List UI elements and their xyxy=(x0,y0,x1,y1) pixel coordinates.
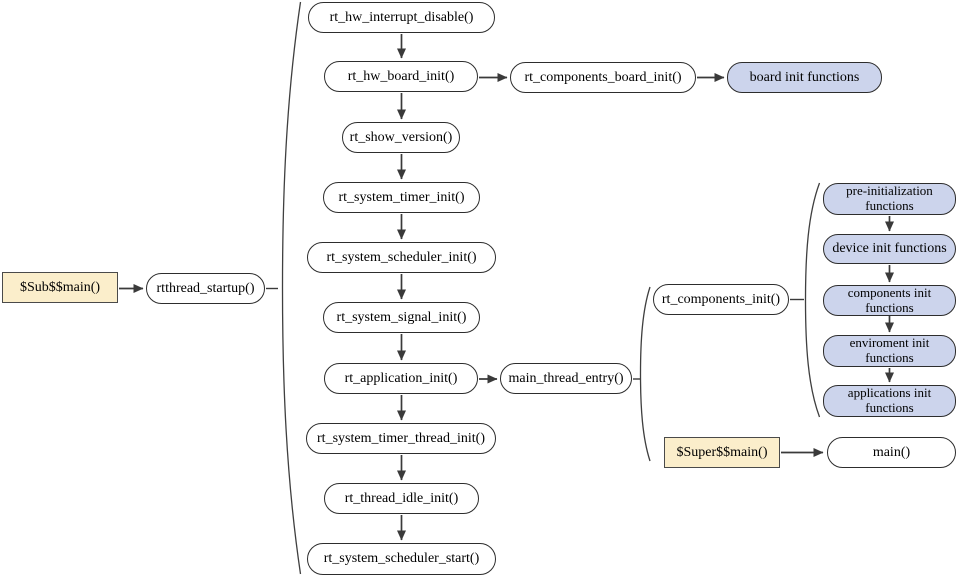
node-rt-system-scheduler-init: rt_system_scheduler_init() xyxy=(307,242,496,273)
node-components-init-functions: components init functions xyxy=(823,285,956,316)
node-rt-system-signal-init: rt_system_signal_init() xyxy=(323,302,480,333)
node-rt-hw-interrupt-disable: rt_hw_interrupt_disable() xyxy=(308,2,495,33)
node-main-thread-entry: main_thread_entry() xyxy=(500,363,632,394)
init-functions-brace xyxy=(804,182,821,418)
node-rt-components-board-init: rt_components_board_init() xyxy=(510,62,696,93)
node-device-init-functions: device init functions xyxy=(823,234,956,264)
node-rt-components-init: rt_components_init() xyxy=(653,284,789,315)
startup-sequence-brace xyxy=(281,1,302,575)
node-super-main: $Super$$main() xyxy=(664,437,780,468)
node-rt-system-timer-init: rt_system_timer_init() xyxy=(323,182,480,213)
node-applications-init-functions: applications init functions xyxy=(823,385,956,417)
node-pre-initialization-functions: pre-initialization functions xyxy=(823,183,956,215)
node-rt-system-scheduler-start: rt_system_scheduler_start() xyxy=(307,543,496,575)
node-enviroment-init-functions: enviroment init functions xyxy=(823,335,956,367)
node-rt-application-init: rt_application_init() xyxy=(324,363,478,394)
components-brace xyxy=(639,286,651,462)
node-rt-thread-idle-init: rt_thread_idle_init() xyxy=(324,483,479,514)
node-rtthread-startup: rtthread_startup() xyxy=(146,273,265,304)
node-main: main() xyxy=(827,437,956,468)
node-sub-main: $Sub$$main() xyxy=(2,272,118,303)
node-rt-hw-board-init: rt_hw_board_init() xyxy=(324,61,478,92)
node-rt-system-timer-thread-init: rt_system_timer_thread_init() xyxy=(306,423,496,454)
node-board-init-functions: board init functions xyxy=(727,62,882,93)
node-rt-show-version: rt_show_version() xyxy=(342,122,460,153)
